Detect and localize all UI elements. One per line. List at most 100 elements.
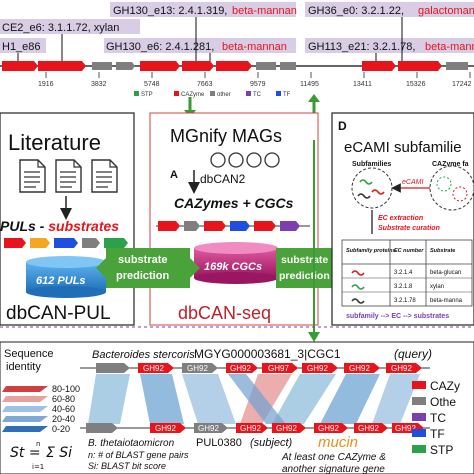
svg-text:i=1: i=1 [32,463,44,471]
svg-text:beta-glucan: beta-glucan [430,270,461,276]
tick-label: 15326 [406,81,426,88]
svg-text:GH92: GH92 [230,364,251,373]
label-h1-e86: H1_e86 [2,41,41,53]
def-n: n: # of BLAST gene pairs [88,450,189,460]
svg-text:TC: TC [430,411,446,425]
label-gh36-e0: GH36_e0: 3.2.1.22, [308,5,404,17]
tick-label: 7663 [197,81,213,88]
dbcan-seq-label: dbCAN-seq [178,303,271,323]
tick-label: 3832 [91,81,107,88]
svg-text:GH97: GH97 [268,364,289,373]
top-legend: STP CAZyme other TC TF [134,91,291,98]
svg-text:0-20: 0-20 [52,424,70,434]
label-bg-gh130-e6 [104,38,296,53]
literature-title: Literature [8,130,101,155]
svg-text:20-40: 20-40 [52,414,75,424]
subject-genes: GH92 GH92 GH92 GH92 GH92 GH92 GH92 [86,423,424,433]
synteny-ribbons [88,374,420,424]
svg-text:GH92: GH92 [155,424,176,433]
mucin-label: mucin [318,434,358,451]
subfamily-squiggles [357,179,385,199]
bottom-legend: CAZy Othe TC TF STP [412,379,460,457]
svg-text:STP: STP [141,92,153,98]
svg-text:EC number: EC number [394,248,424,254]
substrate-prediction-right: substrate prediction [276,248,346,288]
svg-text:substrate: substrate [118,254,168,266]
tick-label: 5748 [144,81,160,88]
svg-text:n: n [36,440,40,448]
note-line-1: At least one CAZyme & [281,452,386,463]
green-arrowhead-bottom [308,332,320,342]
label-gh113-e21-sub: beta-mannan [425,41,474,53]
svg-text:Othe: Othe [430,395,456,409]
label-bg-ce2-e6 [0,19,140,34]
ecami-tag: eCAMI [402,179,423,186]
seq-identity-label: Sequence [4,348,54,360]
label-bg-gh36-e0 [305,2,474,17]
subject-pul: PUL0380 [196,437,242,449]
query-genes: GH92 GH92 GH92 GH97 GH92 GH92 GH92 [96,363,422,373]
svg-text:GH92: GH92 [349,364,370,373]
label-gh113-e21: GH113_e21: 3.2.1.78, [308,41,415,53]
subject-tag: (subject) [250,437,293,449]
svg-text:GH92: GH92 [395,424,416,433]
mag-circles-icon [210,152,280,168]
dbcan2-label: dbCAN2 [200,172,246,186]
svg-text:GH92: GH92 [391,364,412,373]
synteny-panel: Sequence identity Bacteroides stercoris … [0,341,474,474]
label-bg-gh113-e21 [305,38,474,53]
ecami-flow-label: subfamily --> EC --> substrates [346,313,449,320]
svg-text:other: other [217,92,231,98]
def-si: Si: BLAST bit score [88,461,166,471]
query-tag: (query) [394,347,432,361]
svg-text:xylan: xylan [430,284,444,290]
puls-label: PULs - substrates [0,218,119,234]
label-ce2-e6: CE2_e6: 3.1.1.72, xylan [2,22,119,34]
green-arrowhead-up [308,94,320,102]
tick-label: 11495 [300,81,319,88]
svg-text:3.2.1.78: 3.2.1.78 [394,298,416,304]
cgc-count: 169k CGCs [204,261,262,273]
top-genes [2,61,468,71]
tick-label: 17242 [452,81,472,88]
literature-panel: Literature [0,112,135,326]
top-axis-ticks: 1916 3832 5748 7663 9579 11495 13411 153… [38,72,472,88]
label-gh130-e13-sub: beta-mannan [232,5,297,17]
label-connectors [17,17,403,62]
pul-database-icon: 612 PULs [26,256,106,298]
score-formula: St = n Σ Si i=1 [10,440,72,471]
mgnify-panel: MGnify MAGs A dbCAN2 CAZymes + CGCs 169k… [149,112,319,326]
svg-text:prediction: prediction [279,270,330,282]
dbcan-pul-label: dbCAN-PUL [6,303,111,324]
svg-text:3.2.1.4: 3.2.1.4 [394,270,413,276]
svg-text:60-80: 60-80 [52,394,75,404]
label-bg-gh130-e13 [110,2,296,17]
svg-text:GH92: GH92 [143,364,164,373]
substrate-prediction-left: substrate prediction [96,248,200,288]
step-a-letter: A [170,169,178,181]
query-species: Bacteroides stercoris [92,349,195,361]
svg-text:prediction: prediction [116,270,169,282]
label-gh36-e0-sub: galactomann [418,5,474,17]
pul-gene-arrows [4,238,128,248]
svg-text:GH92: GH92 [187,364,208,373]
ec-extraction-label: EC extraction [378,215,423,222]
svg-text:STP: STP [430,443,453,457]
ecami-title: eCAMI subfamilie [344,139,462,156]
cgc-gene-arrows [156,221,310,231]
subject-species: B. thetaiotaomicron [88,438,175,449]
identity-legend: 80-100 60-80 40-60 20-40 0-20 [2,384,80,434]
label-gh130-e6: GH130_e6: 2.4.1.281, [106,41,214,53]
subfamilies-label: Subfamilies [352,161,391,168]
svg-text:GH92: GH92 [276,424,297,433]
cgc-database-icon: 169k CGCs [194,242,278,284]
query-id: MGYG000003681_3|CGC1 [194,347,341,361]
panel-letter-d: D [338,119,347,133]
mgnify-title: MGnify MAGs [170,126,282,146]
tick-label: 13411 [353,81,372,88]
seq-identity-label-2: identity [6,361,41,373]
ecami-panel: D eCAMI subfamilie Subfamilies CAZyme fa… [331,112,474,326]
svg-text:GH92: GH92 [240,424,261,433]
svg-text:TF: TF [283,92,291,98]
svg-text:GH92: GH92 [307,364,328,373]
